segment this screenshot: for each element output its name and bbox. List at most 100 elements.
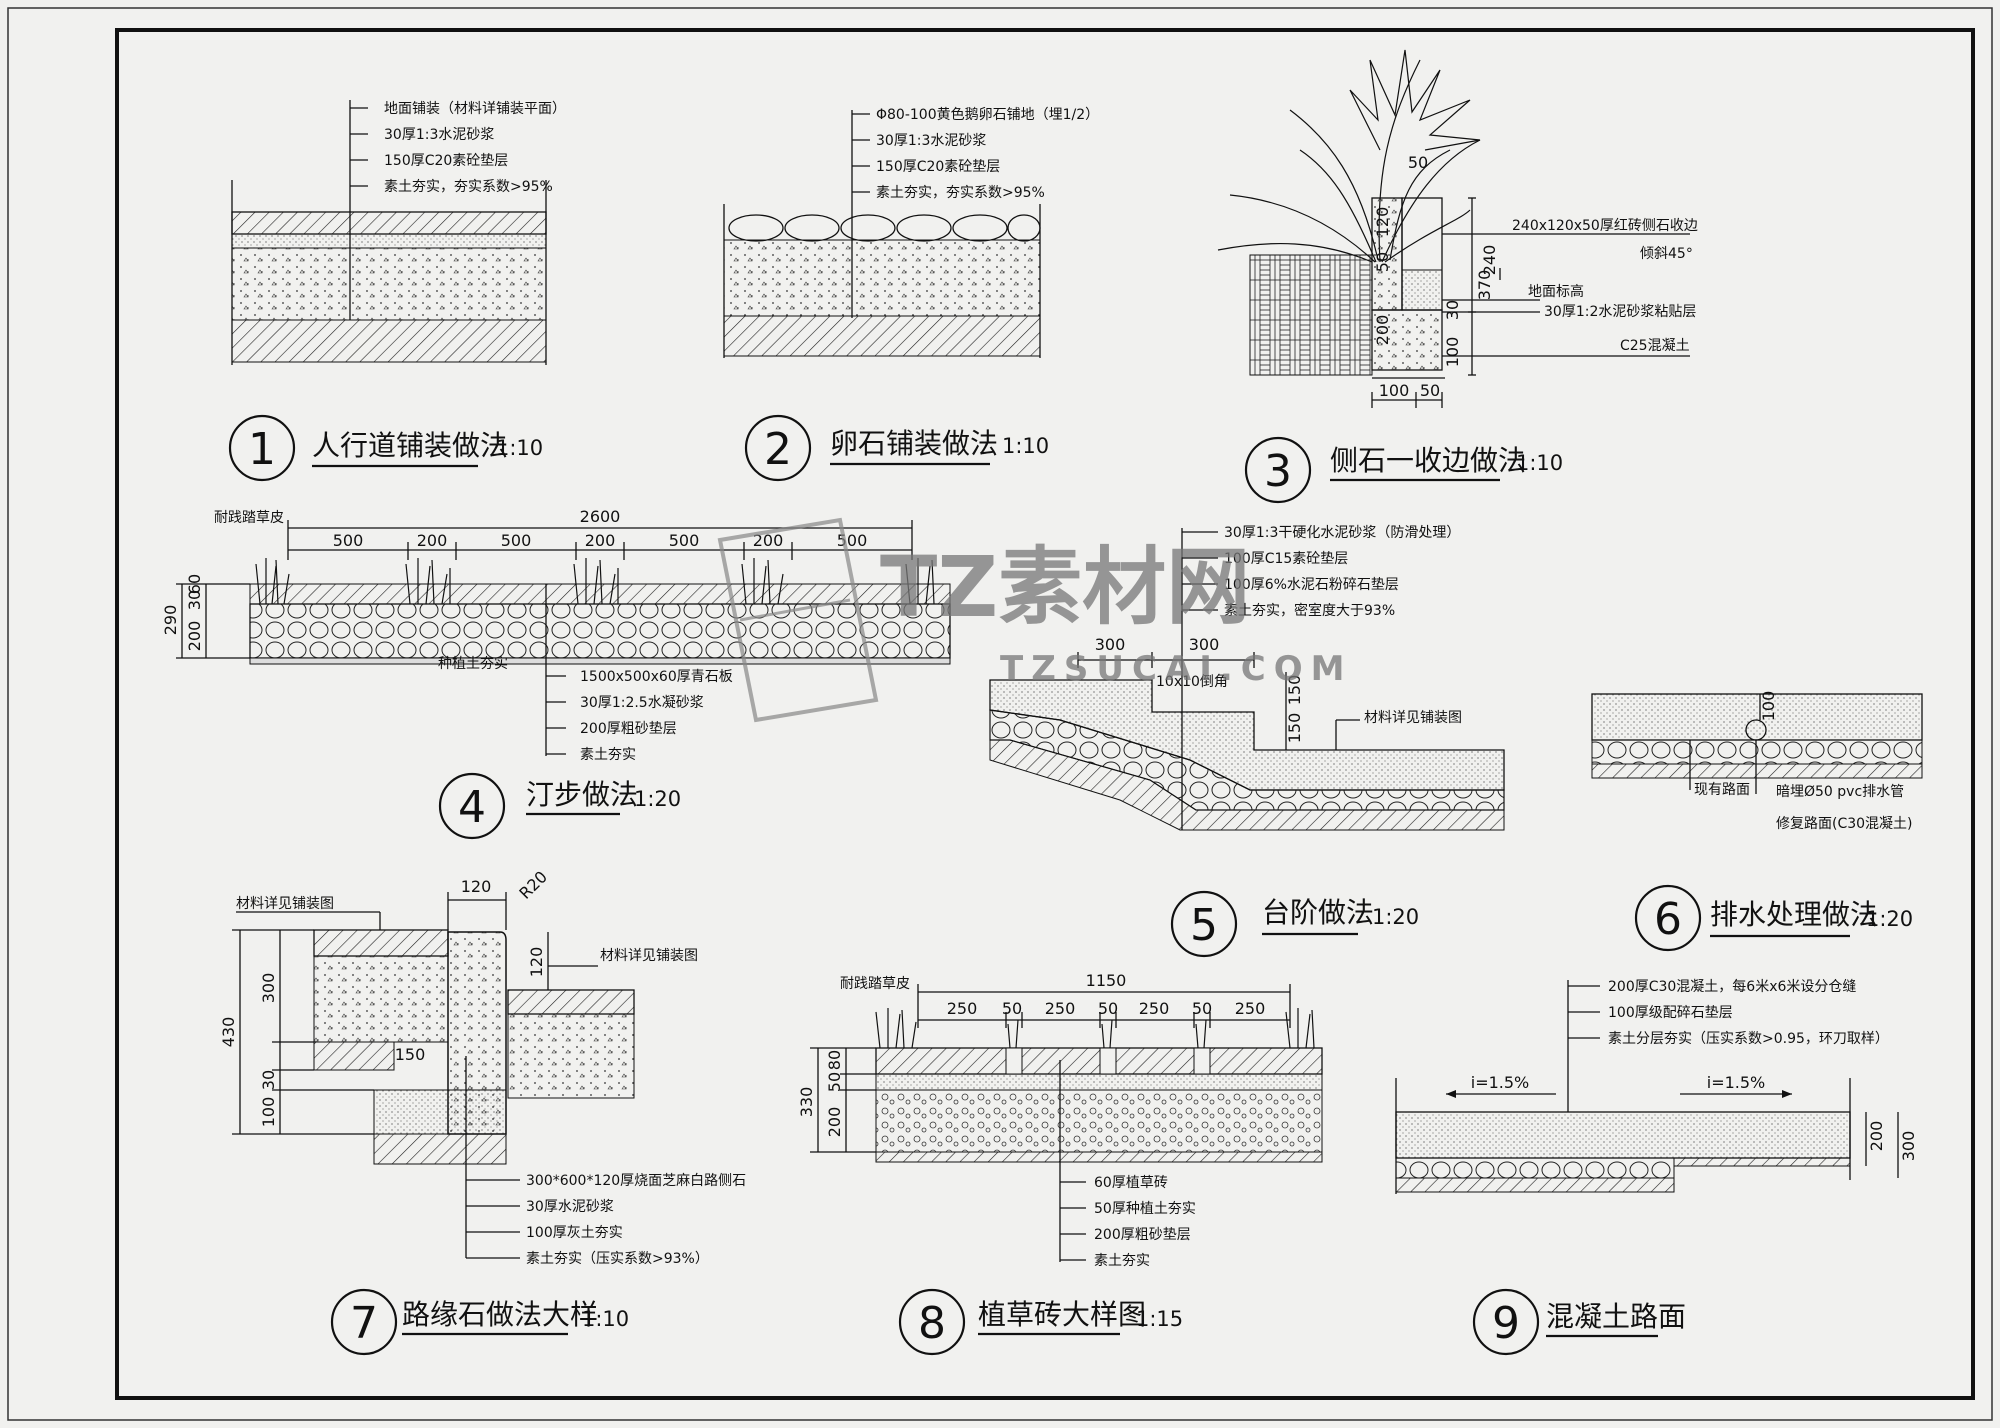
detail-7-dim-430: 430 (219, 1017, 238, 1048)
detail-7-dim-150: 150 (395, 1045, 426, 1064)
detail-5-dim-150-b: 150 (1285, 713, 1304, 744)
detail-7-note-5: 100厚灰土夯实 (526, 1225, 623, 1241)
detail-3-dim-50-bottom: 50 (1420, 381, 1440, 400)
detail-4-note-soil: 种植土夯实 (438, 656, 508, 672)
detail-6-drainage-section: 100 现有路面 暗埋Ø50 pvc排水管 修复路面(C30混凝土) 6 排水处… (1591, 691, 1923, 952)
detail-7-note-1: 材料详见铺装图 (236, 896, 334, 912)
detail-1-note-4: 素土夯实，夯实系数>95% (384, 179, 553, 195)
sheet-border-inner (115, 28, 1975, 1400)
detail-3-dim-30: 30 (1443, 300, 1462, 320)
detail-7-scale: 1:10 (582, 1307, 629, 1331)
detail-5-note-4: 素土夯实，密室度大于93% (1224, 602, 1395, 619)
detail-8-title: 植草砖大样图 (978, 1298, 1146, 1331)
detail-2-scale: 1:10 (1002, 434, 1049, 458)
detail-9-number: 9 (1492, 1298, 1520, 1349)
detail-2-note-1: Φ80-100黄色鹅卵石铺地（埋1/2） (876, 106, 1099, 123)
detail-6-number-circle (1634, 884, 1702, 952)
detail-7-title: 路缘石做法大样 (402, 1298, 598, 1331)
detail-6-note-3: 修复路面(C30混凝土) (1776, 815, 1913, 832)
detail-5-note-chamfer: 10x10倒角 (1156, 674, 1228, 690)
detail-6-number: 6 (1654, 894, 1682, 945)
detail-2-pebbles (728, 214, 1041, 242)
detail-2-number-circle (744, 414, 812, 482)
sheet-border-outer (7, 7, 1993, 1421)
detail-8-note-2: 50厚种植土夯实 (1094, 1201, 1196, 1217)
watermark-brand: TZ素材网 (880, 538, 1250, 636)
detail-1-note-2: 30厚1:3水泥砂浆 (384, 127, 494, 143)
detail-8-number: 8 (918, 1298, 946, 1349)
detail-1-pavement-section: 地面铺装（材料详铺装平面） 30厚1:3水泥砂浆 150厚C20素砼垫层 素土夯… (228, 100, 566, 482)
detail-3-note-3: 地面标高 (1528, 283, 1584, 300)
detail-3-dim-200: 200 (1373, 315, 1392, 346)
detail-7-dim-100: 100 (259, 1097, 278, 1128)
detail-4-number-circle (438, 772, 506, 840)
detail-8-dim-50: 50 (825, 1072, 844, 1092)
detail-8-note-4: 素土夯实 (1094, 1253, 1150, 1269)
detail-1-number: 1 (248, 424, 276, 475)
detail-8-note-1: 60厚植草砖 (1094, 1175, 1168, 1191)
detail-5-note-5: 材料详见铺装图 (1364, 710, 1462, 726)
detail-5-dim-300-a: 300 (1095, 635, 1126, 654)
detail-5-step-section: 30厚1:3干硬化水泥砂浆（防滑处理） 100厚C15素砼垫层 100厚6%水泥… (989, 524, 1505, 958)
detail-7-number: 7 (350, 1298, 378, 1349)
detail-7-note-2: 材料详见铺装图 (600, 948, 698, 964)
detail-7-dim-300: 300 (259, 973, 278, 1004)
detail-5-scale: 1:20 (1372, 905, 1419, 929)
detail-9-slope-left: i=1.5% (1471, 1073, 1530, 1092)
detail-8-dim-total: 1150 (1086, 971, 1127, 990)
detail-3-number-circle (1244, 436, 1312, 504)
detail-9-note-2: 100厚级配碎石垫层 (1608, 1005, 1733, 1021)
detail-8-dim-250-c: 250 (1139, 999, 1170, 1018)
detail-8-dim-50-a: 50 (1002, 999, 1022, 1018)
detail-9-slope-right: i=1.5% (1707, 1073, 1766, 1092)
detail-4-dim-500-a: 500 (333, 531, 364, 550)
detail-5-number-circle (1170, 890, 1238, 958)
detail-1-note-3: 150厚C20素砼垫层 (384, 153, 508, 169)
detail-4-note-grass: 耐践踏草皮 (214, 510, 284, 526)
detail-6-note-2: 暗埋Ø50 pvc排水管 (1776, 784, 1904, 800)
detail-7-note-3: 300*600*120厚烧面芝麻白路侧石 (526, 1173, 746, 1189)
detail-2-note-3: 150厚C20素砼垫层 (876, 159, 1000, 175)
detail-9-dim-300: 300 (1899, 1131, 1918, 1162)
detail-5-number: 5 (1190, 900, 1218, 951)
watermark: TZ素材网 TZSUCAI.COM (717, 517, 1344, 723)
detail-9-concrete-road-section: 200厚C30混凝土，每6米x6米设分仓缝 100厚级配碎石垫层 素土分层夯实（… (1395, 979, 1918, 1356)
detail-3-dim-50-top: 50 (1408, 153, 1428, 172)
detail-3-dim-100-bottom: 100 (1379, 381, 1410, 400)
detail-8-note-3: 200厚粗砂垫层 (1094, 1227, 1191, 1243)
detail-3-title: 侧石一收边做法 (1330, 444, 1526, 477)
detail-1-number-circle (228, 414, 296, 482)
detail-4-note-stone: 1500x500x60厚青石板 (580, 669, 733, 685)
detail-3-note-1: 240x120x50厚红砖侧石收边 (1512, 218, 1698, 234)
detail-7-dim-120-top: 120 (461, 877, 492, 896)
detail-6-scale: 1:20 (1866, 907, 1913, 931)
detail-3-dim-240: 240 (1480, 245, 1499, 276)
detail-4-dim-200-b: 200 (585, 531, 616, 550)
detail-4-dim-290: 290 (161, 605, 180, 636)
detail-9-note-3: 素土分层夯实（压实系数>0.95，环刀取样） (1608, 1031, 1889, 1047)
detail-3-plant-sketch (1217, 49, 1481, 263)
detail-4-title: 汀步做法 (526, 778, 638, 811)
detail-8-dim-50-b: 50 (1098, 999, 1118, 1018)
detail-8-grass (875, 1008, 1315, 1049)
detail-3-scale: 1:10 (1516, 451, 1563, 475)
detail-4-note-compact: 素土夯实 (580, 747, 636, 763)
detail-3-note-4: 30厚1:2水泥砂浆粘贴层 (1544, 304, 1696, 320)
detail-5-dim-150-a: 150 (1285, 675, 1304, 706)
detail-4-note-sand: 200厚粗砂垫层 (580, 721, 677, 737)
detail-8-dim-50-c: 50 (1192, 999, 1212, 1018)
detail-8-dim-330: 330 (797, 1087, 816, 1118)
detail-4-dim-500-b: 500 (501, 531, 532, 550)
detail-8-grass-paver-section: 1150 250 50 250 50 250 50 250 330 200 50… (797, 971, 1323, 1356)
detail-8-number-circle (898, 1288, 966, 1356)
detail-7-note-4: 30厚水泥砂浆 (526, 1199, 614, 1215)
detail-6-dim-100: 100 (1759, 691, 1778, 722)
detail-4-dim-200-a: 200 (417, 531, 448, 550)
detail-6-note-1: 现有路面 (1694, 782, 1750, 798)
detail-3-note-5: C25混凝土 (1620, 338, 1690, 354)
detail-5-note-1: 30厚1:3干硬化水泥砂浆（防滑处理） (1224, 524, 1460, 541)
detail-3-dim-50-left: 50 (1373, 252, 1392, 272)
detail-9-dim-200: 200 (1867, 1121, 1886, 1152)
detail-5-note-3: 100厚6%水泥石粉碎石垫层 (1224, 577, 1399, 593)
